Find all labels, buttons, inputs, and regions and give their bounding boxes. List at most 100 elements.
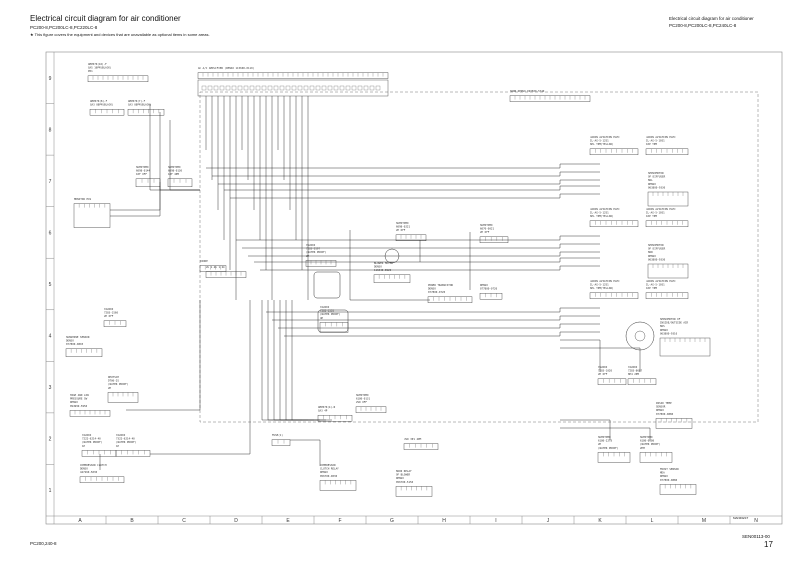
component-label: (WATER PROOF) — [116, 440, 137, 444]
component-label: 2P OFF — [598, 372, 608, 376]
component-label: 10F OFF — [136, 172, 147, 176]
component-label: YAZAKI — [116, 433, 126, 437]
grid-col-label: D — [234, 518, 238, 524]
component-label: 1P — [82, 444, 86, 448]
component-body — [659, 484, 697, 495]
wire — [260, 265, 600, 271]
component-label: YAZAKI — [306, 243, 316, 247]
component-label: SERVOMOTOR — [648, 243, 664, 247]
component-label: AMP070(16)-F — [88, 62, 107, 66]
component-label: 6180-2278 — [598, 439, 612, 443]
component-body — [627, 378, 657, 385]
grid-row-label: 7 — [49, 179, 52, 185]
component-label: DENSO — [660, 328, 668, 332]
component-label: DT06-2S — [108, 379, 119, 383]
component-label: AC A/C AMPLIFIER (DENSO 115600-0110) — [198, 66, 255, 70]
component-label: 077800-0893 — [66, 342, 84, 346]
component-label: JAPAN AVIATION ELEC — [646, 279, 676, 283]
component-body — [65, 348, 103, 357]
wire — [560, 427, 651, 440]
component-label: DENSO — [656, 408, 664, 412]
component-label: IL-AG-5-10S1 — [646, 139, 665, 143]
component-label: DENSO — [70, 400, 78, 404]
wire — [224, 185, 600, 191]
component-label: 6PL YPM(YELLOW) — [590, 142, 614, 146]
grid-row-label: 8 — [49, 127, 52, 133]
component-label: 2SD OFF — [356, 400, 367, 404]
component-label: 077800-0880 — [656, 412, 674, 416]
grid-row-label: 4 — [49, 334, 52, 340]
component-label: 6098-0144 — [136, 169, 150, 173]
component-label: DENSO — [66, 339, 74, 343]
component-label: GA3 4P — [318, 409, 328, 413]
connector-shell — [317, 309, 349, 333]
grid-col-label: J — [547, 518, 550, 524]
component-label: 063800-9310 — [660, 331, 678, 335]
running-title: Electrical circuit diagram for air condi… — [669, 16, 754, 21]
component-label: 056700-9030 — [320, 474, 338, 478]
component-label: 094999-5950 — [70, 404, 88, 408]
amplifier-connector — [197, 79, 389, 97]
component-aircon-amp: AC A/C AMPLIFIER (DENSO 115600-0110) — [197, 66, 389, 79]
grid-col-label: E — [286, 518, 290, 524]
component-monitor: MONITOR ECU — [73, 197, 111, 228]
component-label: IL-AG-5-10S1 — [646, 211, 665, 215]
component-label: COMPRESSOR — [320, 463, 336, 467]
component-label: JAPAN AVIATION ELEC — [646, 207, 676, 211]
component-label: DENSO — [660, 474, 668, 478]
component-label: MAR — [648, 250, 653, 254]
component-label: 077800-0880 — [660, 478, 678, 482]
component-label: IL-AG-5-12S1 — [590, 283, 609, 287]
component-label: 063800-9330 — [648, 257, 666, 261]
component-body — [655, 418, 693, 429]
applicability-note: ★ This figure covers the equipment and d… — [30, 32, 210, 37]
wire — [349, 230, 430, 301]
component-label: POWER TRANSISTOR — [428, 283, 453, 287]
component-body — [319, 480, 357, 491]
component-label: 2P OFF — [480, 230, 490, 234]
component-label: DIODE — [200, 259, 208, 263]
wire — [242, 243, 600, 249]
component-label: JAPAN AVIATION ELEC — [590, 135, 620, 139]
wire — [159, 112, 200, 191]
component-label: 10P YPM — [646, 214, 657, 218]
component-label: SUMITOMO — [356, 393, 369, 397]
component-label: AMP070(8)-F — [90, 99, 108, 103]
wire — [266, 307, 600, 313]
wire — [110, 186, 161, 217]
component-body — [589, 220, 639, 228]
component-label: MONITOR ECU — [74, 197, 92, 201]
component-body — [73, 203, 111, 228]
component-label: FUSE(1) — [272, 433, 283, 437]
component-label: 6PL YPM(YELLOW) — [590, 214, 614, 218]
page-number: 17 — [764, 540, 773, 549]
page-title: Electrical circuit diagram for air condi… — [30, 14, 181, 23]
wire — [560, 339, 601, 372]
grid-row-label: 9 — [49, 76, 52, 82]
component-label: DENSO — [320, 470, 328, 474]
component-label: SUNSHINE SENSOR — [66, 335, 90, 339]
component-label: 2P OFF — [104, 314, 114, 318]
component-label: DENSO — [374, 265, 382, 269]
component-resistor: 2k 1.2k 1.2k — [205, 265, 247, 278]
component-label: YAZAKI — [598, 365, 608, 369]
component-label: 6PL YPM(YELLOW) — [590, 286, 614, 290]
component-body — [319, 322, 349, 333]
component-label: DENSO — [396, 476, 404, 480]
wire — [206, 163, 600, 169]
component-label: 10P YPM — [646, 142, 657, 146]
wire — [126, 300, 201, 411]
component-label: PRESSURE SW — [70, 397, 88, 401]
